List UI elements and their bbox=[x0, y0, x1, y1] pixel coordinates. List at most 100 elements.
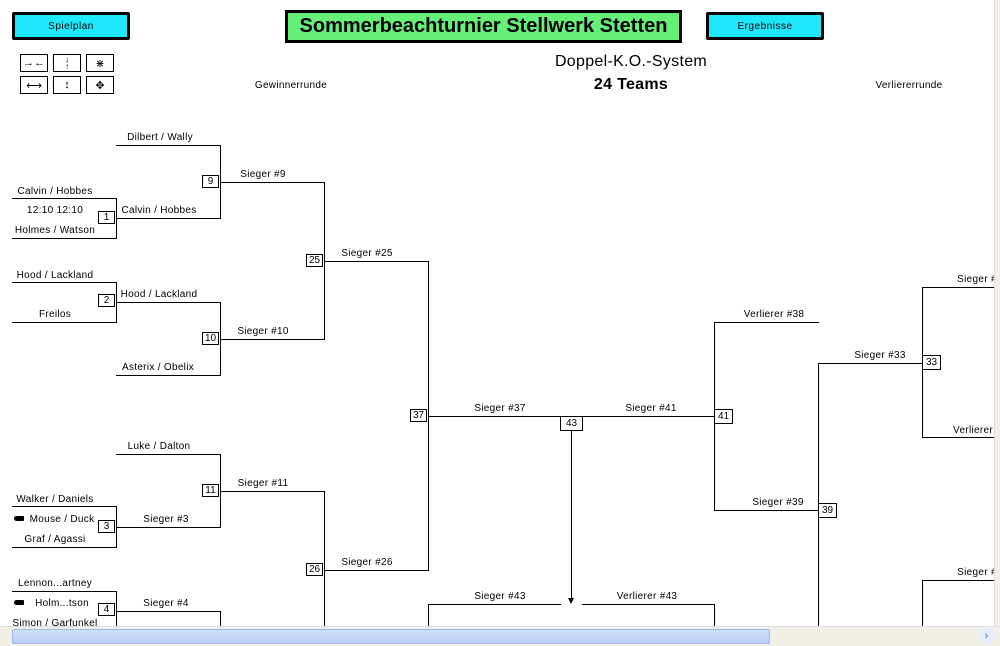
team-label-lennon: Lennon...artney bbox=[18, 578, 92, 589]
bracket-line bbox=[220, 302, 221, 375]
whistle-icon bbox=[14, 516, 24, 521]
team-label-s41: Sieger #41 bbox=[625, 403, 677, 414]
bracket-line bbox=[220, 491, 325, 492]
bracket-line bbox=[714, 322, 819, 323]
team-label-graf: Graf / Agassi bbox=[24, 534, 86, 545]
team-label-v38: Verlierer #38 bbox=[743, 309, 805, 320]
team-label-hood1: Hood / Lackland bbox=[16, 270, 94, 281]
bracket-line bbox=[714, 604, 715, 626]
ergebnisse-button[interactable]: Ergebnisse bbox=[706, 12, 824, 40]
team-label-s10: Sieger #10 bbox=[237, 326, 289, 337]
team-label-s11: Sieger #11 bbox=[237, 478, 289, 489]
shrink-both-icon[interactable]: ⋇ bbox=[86, 54, 114, 72]
bracket-line bbox=[220, 454, 221, 527]
whistle-icon bbox=[14, 600, 24, 605]
bracket-line bbox=[220, 145, 221, 218]
team-label-hood2: Hood / Lackland bbox=[120, 289, 198, 300]
team-label-s37: Sieger #37 bbox=[474, 403, 526, 414]
spielplan-button[interactable]: Spielplan bbox=[12, 12, 130, 40]
shrink-horizontal-icon[interactable]: →← bbox=[20, 54, 48, 72]
bracket-line bbox=[220, 339, 325, 340]
team-label-calvin2: Calvin / Hobbes bbox=[121, 205, 197, 216]
match-number-m10[interactable]: 10 bbox=[202, 332, 219, 345]
match-number-m3[interactable]: 3 bbox=[98, 520, 115, 533]
team-label-holm: Holm...tson bbox=[35, 598, 89, 609]
match-number-m2[interactable]: 2 bbox=[98, 294, 115, 307]
page-title: Sommerbeachturnier Stellwerk Stetten bbox=[285, 10, 682, 43]
bracket-line bbox=[922, 437, 996, 438]
team-label-s_bottom: Sieger # bbox=[957, 567, 997, 578]
bracket-line bbox=[116, 611, 221, 612]
bracket-line bbox=[116, 145, 221, 146]
team-label-time1: 12:10 12:10 bbox=[26, 205, 84, 216]
bracket-line bbox=[922, 580, 996, 581]
match-number-m25[interactable]: 25 bbox=[306, 254, 323, 267]
loser-round-label: Verliererrunde bbox=[875, 80, 943, 91]
team-label-v_right: Verlierer bbox=[953, 425, 993, 436]
match-number-m43[interactable]: 43 bbox=[560, 416, 583, 431]
bracket-line bbox=[12, 506, 117, 507]
bracket-line bbox=[116, 506, 117, 547]
expand-horizontal-icon[interactable]: ⟷ bbox=[20, 76, 48, 94]
match-number-m41[interactable]: 41 bbox=[714, 409, 733, 424]
team-label-asterix: Asterix / Obelix bbox=[121, 362, 195, 373]
team-label-walker: Walker / Daniels bbox=[16, 494, 94, 505]
bracket-line bbox=[220, 182, 325, 183]
bracket-line bbox=[12, 238, 117, 239]
bracket-line bbox=[324, 570, 429, 571]
match-number-m1[interactable]: 1 bbox=[98, 211, 115, 224]
team-label-freilos: Freilos bbox=[38, 309, 72, 320]
bracket-line bbox=[12, 322, 117, 323]
bracket-line bbox=[571, 430, 572, 600]
match-number-m26[interactable]: 26 bbox=[306, 563, 323, 576]
team-label-holmes: Holmes / Watson bbox=[14, 225, 96, 236]
bracket-line bbox=[818, 363, 923, 364]
team-label-s_top: Sieger # bbox=[957, 274, 997, 285]
match-number-m4[interactable]: 4 bbox=[98, 603, 115, 616]
team-label-s25: Sieger #25 bbox=[341, 248, 393, 259]
bracket-line bbox=[12, 282, 117, 283]
match-number-m33[interactable]: 33 bbox=[922, 355, 941, 370]
bracket-line bbox=[116, 198, 117, 238]
scroll-right-icon[interactable]: › bbox=[980, 628, 993, 643]
teams-label: 24 Teams bbox=[593, 76, 669, 93]
bracket-line bbox=[116, 218, 221, 219]
horizontal-scrollbar[interactable]: › bbox=[0, 626, 1000, 646]
arrow-down-icon bbox=[568, 598, 574, 604]
bracket-line bbox=[922, 580, 923, 626]
bracket-line bbox=[324, 182, 325, 339]
bracket-line bbox=[714, 510, 819, 511]
expand-vertical-icon[interactable]: ↕ bbox=[53, 76, 81, 94]
bracket-line bbox=[582, 416, 715, 417]
bracket-line bbox=[116, 282, 117, 322]
bracket-line bbox=[116, 302, 221, 303]
vertical-scrollbar[interactable] bbox=[994, 0, 1000, 626]
bracket-line bbox=[12, 591, 117, 592]
match-number-m39[interactable]: 39 bbox=[818, 503, 837, 518]
winner-round-label: Gewinnerrunde bbox=[254, 80, 328, 91]
team-label-mouse: Mouse / Duck bbox=[29, 514, 95, 525]
shrink-vertical-icon[interactable]: ↓↑ bbox=[53, 54, 81, 72]
team-label-v43: Verlierer #43 bbox=[616, 591, 678, 602]
match-number-m11[interactable]: 11 bbox=[202, 484, 219, 497]
bracket-line bbox=[324, 261, 429, 262]
bracket-line bbox=[582, 604, 715, 605]
bracket-line bbox=[220, 611, 221, 626]
bracket-line bbox=[324, 491, 325, 626]
expand-both-icon[interactable]: ✥ bbox=[86, 76, 114, 94]
system-label: Doppel-K.O.-System bbox=[554, 53, 708, 70]
team-label-s39: Sieger #39 bbox=[752, 497, 804, 508]
match-number-m37[interactable]: 37 bbox=[410, 409, 427, 422]
bracket-line bbox=[428, 604, 429, 626]
team-label-s9: Sieger #9 bbox=[240, 169, 286, 180]
bracket-line bbox=[116, 375, 221, 376]
bracket-line bbox=[116, 527, 221, 528]
team-label-calvin1: Calvin / Hobbes bbox=[17, 186, 93, 197]
bracket-line bbox=[116, 454, 221, 455]
team-label-s3: Sieger #3 bbox=[143, 514, 189, 525]
bracket-line bbox=[428, 604, 561, 605]
scrollbar-thumb[interactable] bbox=[12, 629, 770, 644]
bracket-line bbox=[428, 416, 561, 417]
bracket-line bbox=[116, 591, 117, 626]
match-number-m9[interactable]: 9 bbox=[202, 175, 219, 188]
